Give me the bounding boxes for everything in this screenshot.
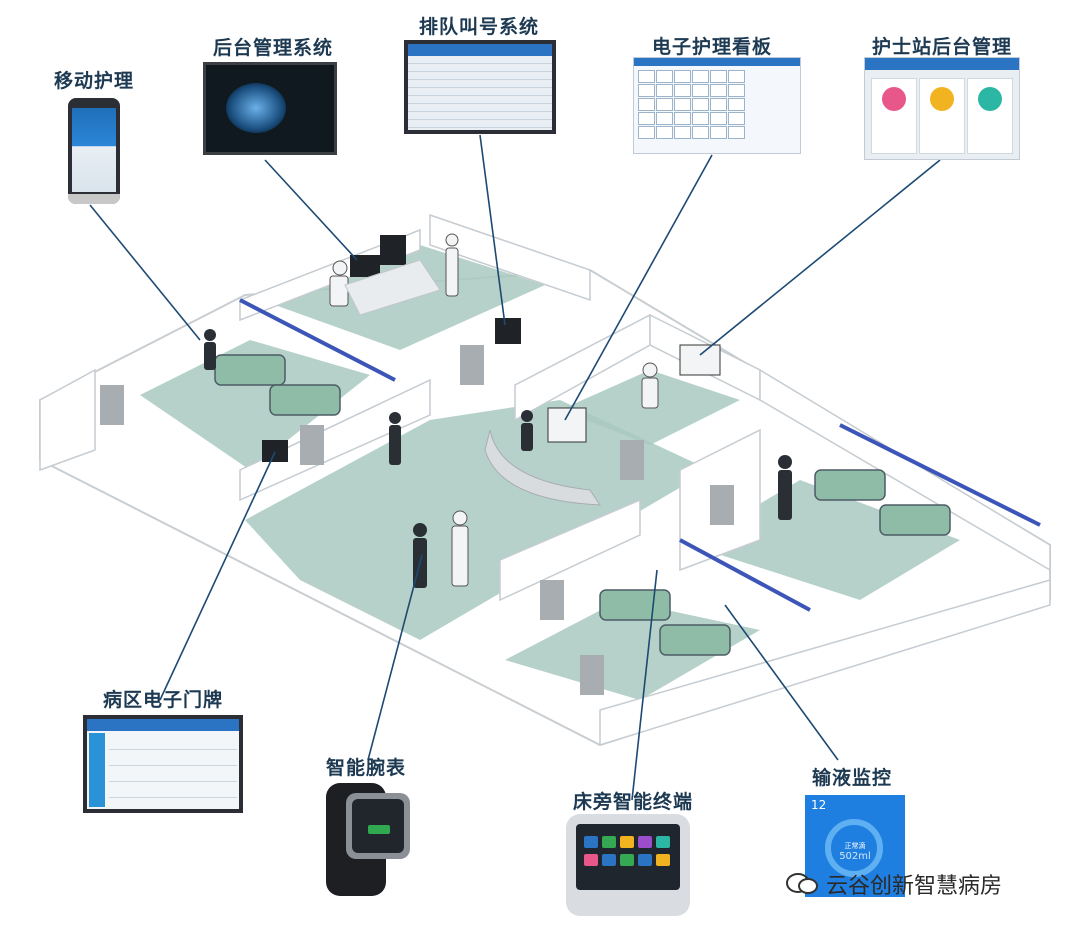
corridor-floor	[245, 400, 710, 640]
pointer-nurse	[699, 159, 941, 356]
label-smart-watch: 智能腕表	[326, 757, 407, 779]
infusion-status: 正常滴	[844, 842, 866, 850]
reception-desk	[484, 429, 601, 506]
pointer-infusion	[724, 604, 839, 761]
label-bedside-terminal: 床旁智能终端	[573, 791, 694, 813]
label-queue-system: 排队叫号系统	[419, 16, 540, 38]
ward-floor-left	[140, 340, 370, 470]
label-nursing-board: 电子护理看板	[652, 36, 773, 58]
wall-right-ward	[759, 368, 1051, 572]
nursing-board-image	[633, 57, 801, 154]
queue-screen-image	[404, 40, 556, 134]
pointer-terminal	[631, 569, 658, 801]
wechat-icon	[786, 873, 818, 894]
pointer-queue	[479, 134, 506, 326]
label-ward-doorplate: 病区电子门牌	[103, 689, 224, 711]
ward-doorplate-image	[83, 715, 243, 813]
pointer-board	[564, 154, 713, 421]
wall-bottom-front	[599, 579, 1051, 747]
watermark-text: 云谷创新智慧病房	[826, 874, 1003, 899]
label-infusion-monitor: 输液监控	[812, 767, 893, 789]
label-nurse-station-admin: 护士站后台管理	[872, 36, 1013, 58]
pointer-mobile	[89, 204, 201, 341]
wall-left-outer	[39, 368, 96, 472]
infusion-volume: 502ml	[839, 851, 871, 862]
smart-watch-image	[326, 783, 410, 896]
nurse-station-admin-image	[864, 57, 1020, 160]
bedside-terminal-image	[566, 814, 690, 916]
wall-admin	[429, 213, 591, 302]
infusion-monitor-image: 12 正常滴 502ml	[805, 795, 905, 897]
label-backend-system: 后台管理系统	[213, 37, 334, 59]
infusion-bed-number: 12	[811, 798, 827, 812]
infusion-progress-ring	[825, 819, 883, 877]
wall-mid	[239, 378, 431, 502]
label-mobile-nursing: 移动护理	[54, 70, 135, 92]
wall-left-ward	[239, 228, 421, 322]
mobile-device-image	[68, 98, 120, 204]
pointer-watch	[367, 554, 423, 761]
pointer-backend	[264, 159, 358, 261]
backend-monitor-image	[203, 62, 337, 155]
pointer-doorplate	[159, 451, 276, 701]
wall-bottom-ward	[499, 498, 641, 602]
